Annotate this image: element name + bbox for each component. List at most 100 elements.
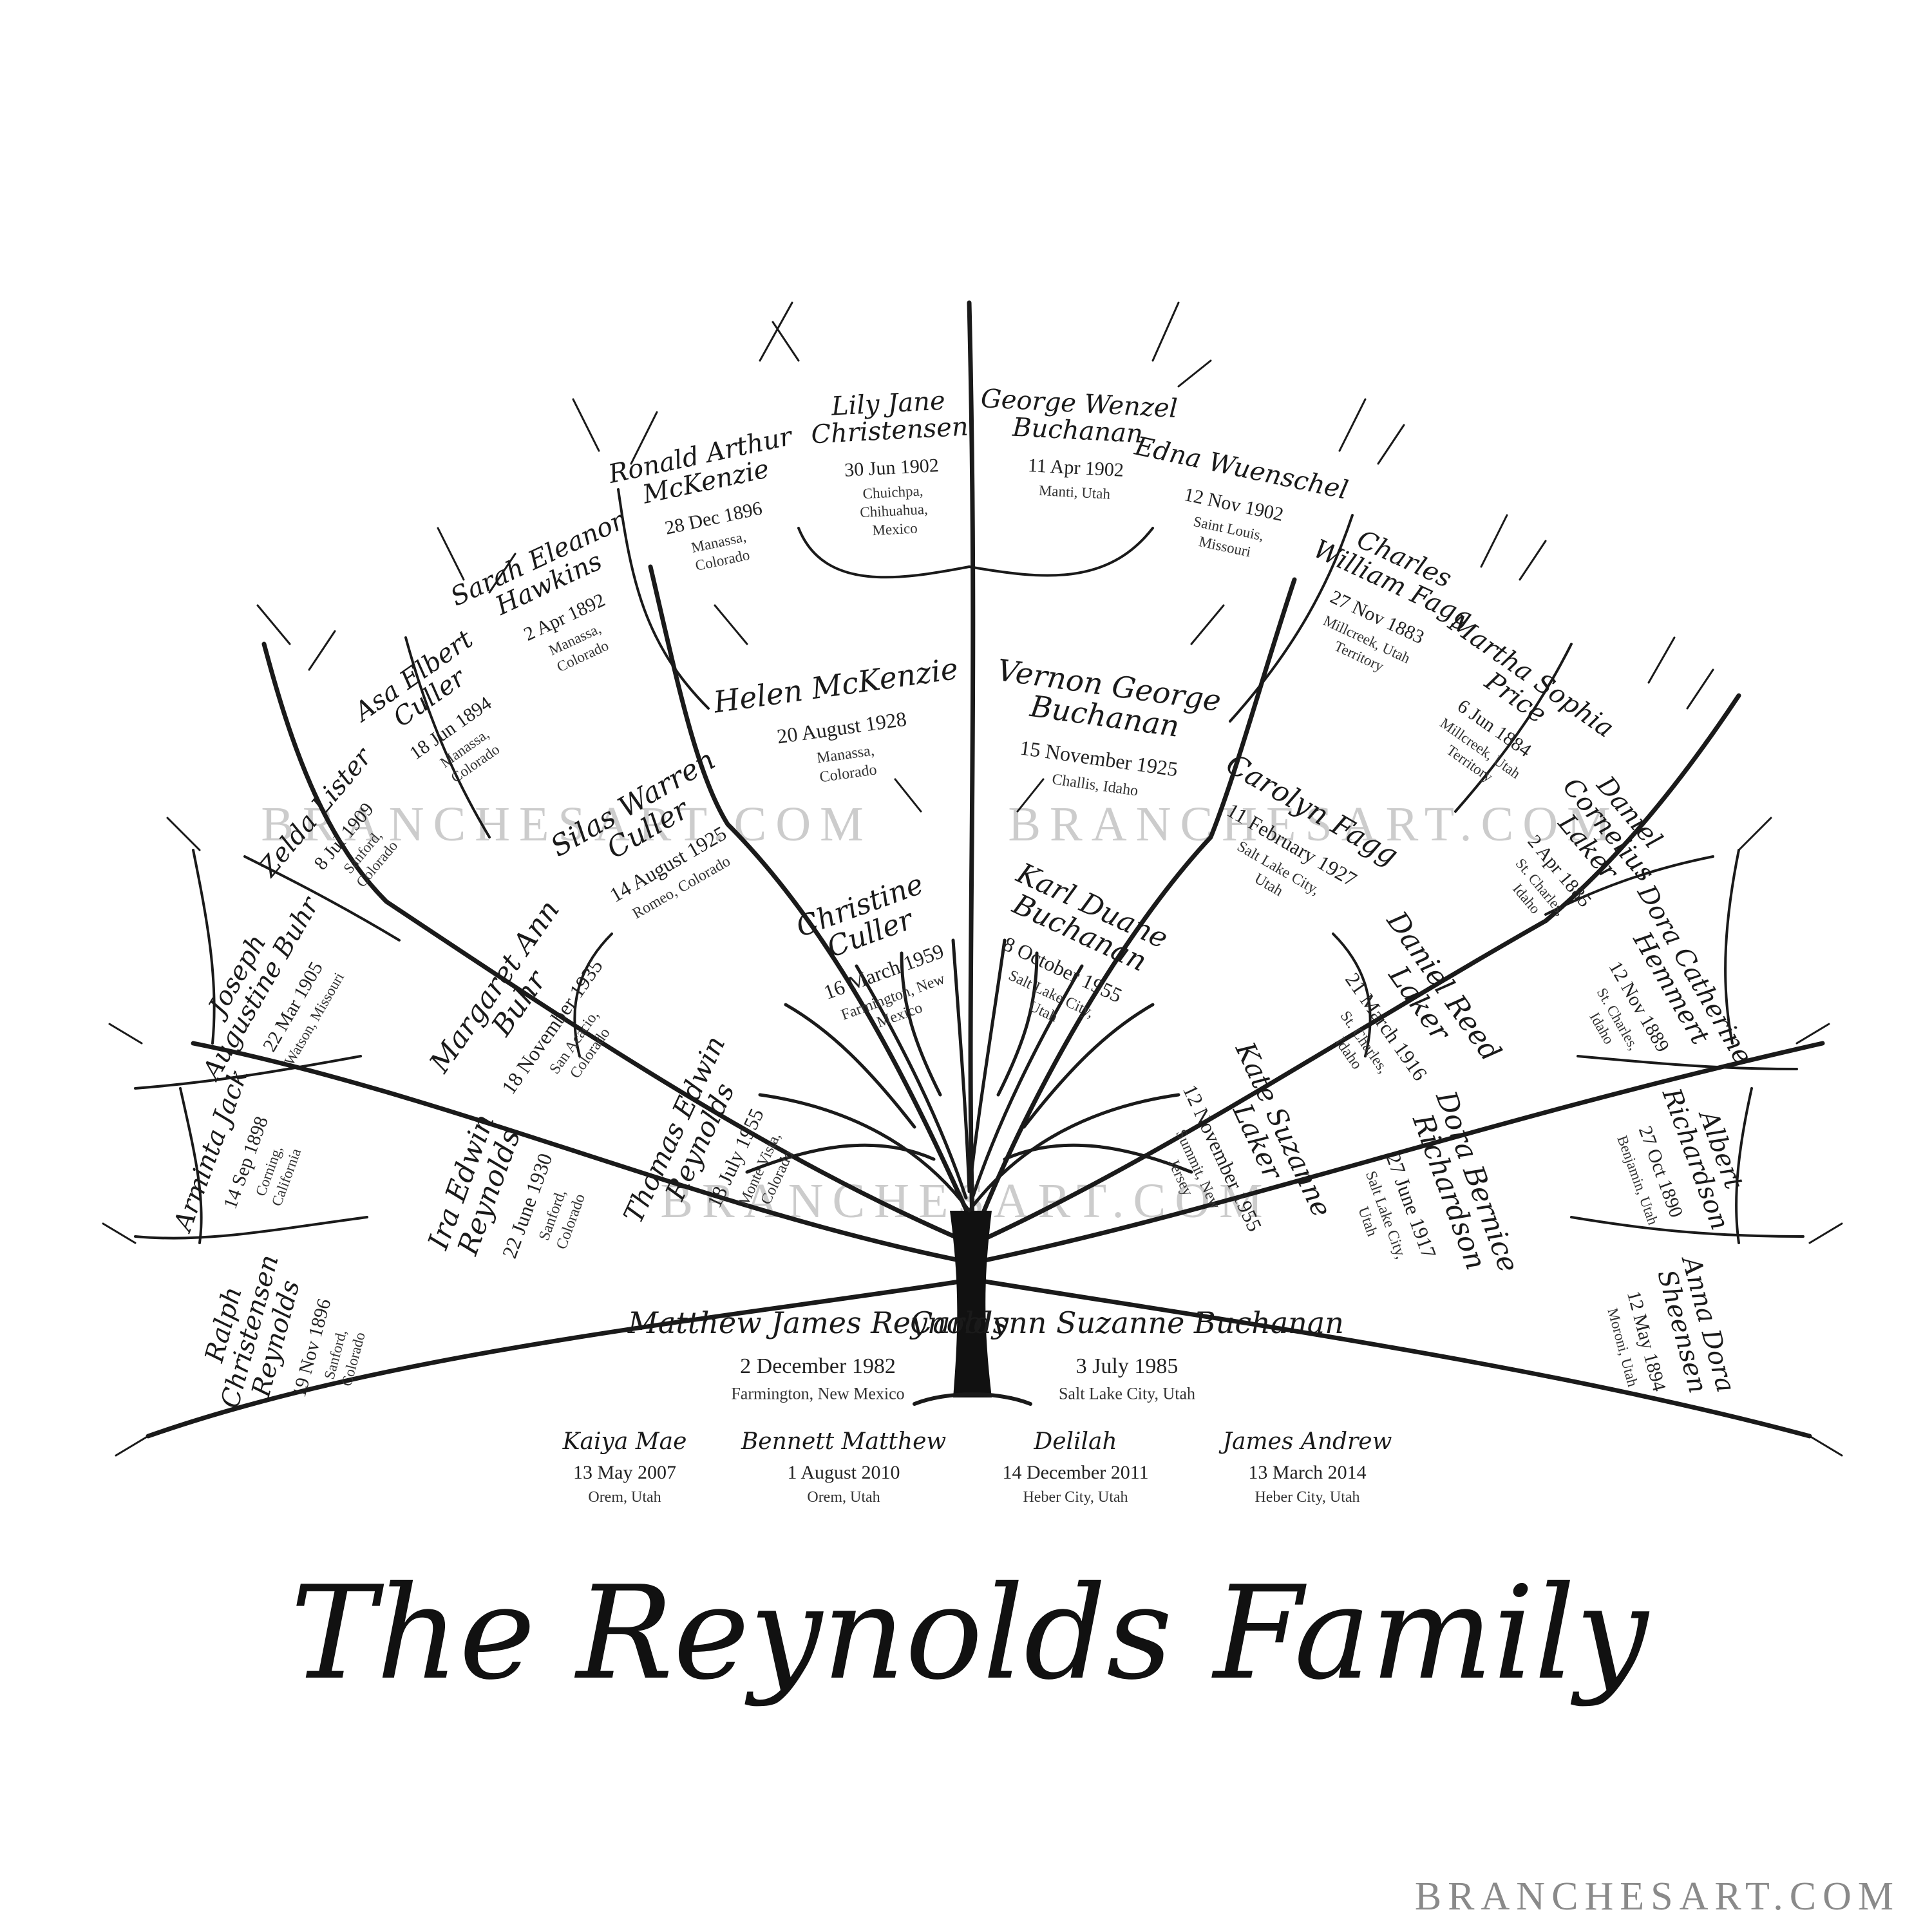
twig-line xyxy=(488,553,516,594)
child-name: James Andrew xyxy=(1218,1428,1392,1455)
tree-crown-branch xyxy=(967,938,1007,1193)
child-place: Orem, Utah xyxy=(588,1489,661,1506)
twig-line xyxy=(1647,636,1676,684)
branch-line xyxy=(192,849,216,1045)
person-name: Lily Jane xyxy=(830,386,946,421)
person-date: 2 December 1982 xyxy=(740,1354,896,1378)
person-name: Buchanan xyxy=(1011,413,1144,450)
branch-line xyxy=(573,933,613,1057)
person-date: 15 November 1925 xyxy=(1018,735,1179,781)
twig-line xyxy=(1738,817,1772,851)
twig-line xyxy=(1151,301,1180,362)
branch-line xyxy=(983,1279,1812,1439)
person-date: 28 Dec 1896 xyxy=(663,498,764,539)
twig-line xyxy=(308,630,336,671)
child-place: Orem, Utah xyxy=(807,1489,880,1506)
person-card-matthew: Matthew James Reynolds 2 December 1982Far… xyxy=(627,1305,1008,1403)
branch-line xyxy=(1454,643,1573,813)
tree-crown-branch xyxy=(758,1093,971,1213)
branch-line xyxy=(968,527,1154,577)
branch-line xyxy=(973,1041,1825,1265)
tree-crown-branch xyxy=(900,951,942,1097)
child-date: 13 May 2007 xyxy=(573,1462,676,1483)
tree-crown-branch xyxy=(971,964,1084,1200)
twig-line xyxy=(1808,1222,1843,1244)
twig-line xyxy=(772,321,800,362)
twig-line xyxy=(894,778,922,813)
child-name: Delilah xyxy=(1033,1428,1117,1455)
person-place: Farmington, New Mexico xyxy=(731,1385,904,1403)
person-name: Edna Wuenschel xyxy=(1132,431,1350,506)
twig-line xyxy=(1190,604,1225,645)
branch-line xyxy=(134,1216,368,1240)
branch-line xyxy=(1577,1055,1798,1070)
twig-line xyxy=(1795,1023,1830,1045)
branch-line xyxy=(967,300,976,1226)
center-tree-illustration xyxy=(745,938,1193,1406)
watermark-right: BRANCHESART.COM xyxy=(1008,797,1619,851)
twig-line xyxy=(108,1023,143,1045)
child-place: Heber City, Utah xyxy=(1023,1489,1128,1506)
twig-line xyxy=(630,411,658,465)
child-name: Kaiya Mae xyxy=(562,1428,687,1455)
person-place: Salt Lake City, Utah xyxy=(1059,1385,1195,1403)
tree-crown-branch xyxy=(996,951,1039,1097)
child-date: 14 December 2011 xyxy=(1002,1462,1148,1483)
branch-line xyxy=(617,488,710,710)
tree-crown-branch xyxy=(745,1143,936,1174)
person-name: Matthew James Reynolds xyxy=(627,1305,1008,1340)
tree-crown-branch xyxy=(1003,1143,1193,1174)
tree-crown-branch xyxy=(951,938,971,1193)
person-date: 11 Apr 1902 xyxy=(1027,455,1124,481)
tree-roots xyxy=(913,1392,1032,1406)
person-date: 3 July 1985 xyxy=(1076,1354,1179,1378)
branch-line xyxy=(1229,514,1354,723)
person-date: 30 Jun 1902 xyxy=(844,455,939,481)
person-place: Mexico xyxy=(872,520,918,538)
branch-line xyxy=(973,693,1741,1245)
branch-line xyxy=(1724,849,1740,1045)
person-place: Chuichpa, xyxy=(862,482,923,502)
tree-crown-branch xyxy=(855,964,968,1200)
child-date: 1 August 2010 xyxy=(787,1462,900,1483)
watermark-left: BRANCHESART.COM xyxy=(261,797,872,851)
twig-line xyxy=(759,301,793,362)
branch-line xyxy=(134,1055,362,1090)
twig-line xyxy=(166,817,201,851)
twig-line xyxy=(714,604,748,645)
branch-line xyxy=(1735,1087,1753,1244)
family-title: The Reynolds Family xyxy=(290,1558,1651,1709)
person-place: Challis, Idaho xyxy=(1051,771,1139,799)
branch-line xyxy=(648,564,975,1226)
tree-crown-branch xyxy=(784,1003,916,1129)
person-place: Manti, Utah xyxy=(1038,482,1111,502)
branch-line xyxy=(1570,1216,1804,1238)
person-name: Helen McKenzie xyxy=(711,651,960,720)
twig-line xyxy=(256,604,291,645)
person-place: Chihuahua, xyxy=(860,501,929,520)
branch-line xyxy=(1544,855,1714,916)
twig-line xyxy=(102,1222,137,1244)
twig-line xyxy=(1686,668,1714,710)
tree-trunk xyxy=(950,1211,992,1397)
twig-line xyxy=(1377,424,1405,465)
branch-line xyxy=(146,1279,962,1439)
